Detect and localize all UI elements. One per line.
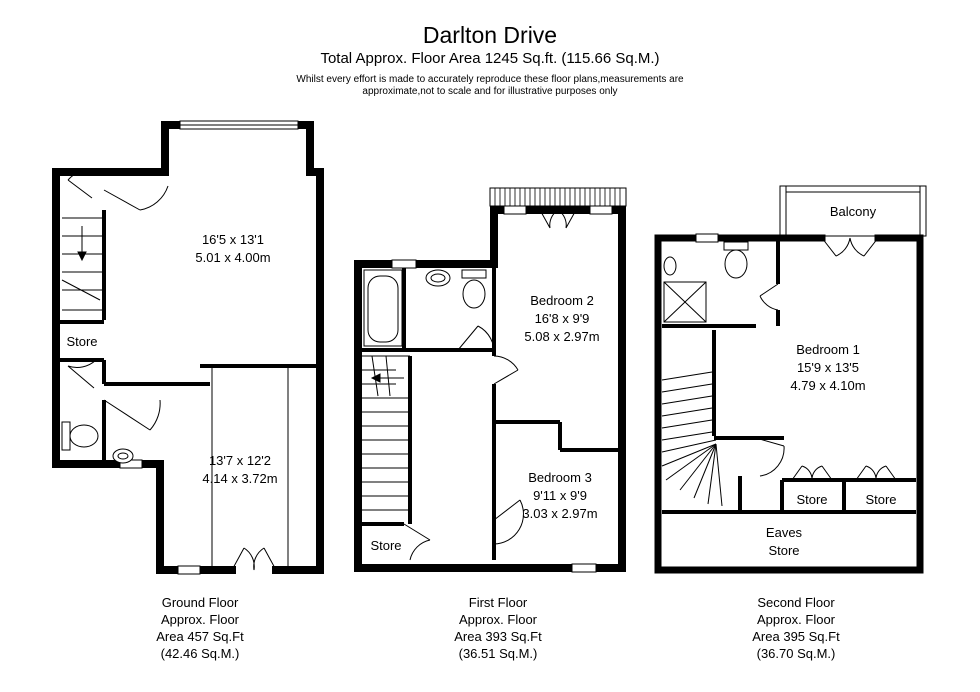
ff-bedroom2-dim-metric: 5.08 x 2.97m bbox=[524, 329, 599, 344]
sf-eaves-line1: Eaves bbox=[766, 525, 803, 540]
second-floor-plan bbox=[654, 185, 927, 574]
caption-line: (36.51 Sq.M.) bbox=[458, 646, 538, 661]
sf-bedroom1-dim-metric: 4.79 x 4.10m bbox=[790, 378, 865, 393]
caption-line: Area 457 Sq.Ft bbox=[156, 629, 244, 644]
gf-store-label: Store bbox=[66, 334, 97, 349]
caption-line: Approx. Floor bbox=[458, 612, 538, 627]
ff-bedroom3-dim-metric: 3.03 x 2.97m bbox=[522, 506, 597, 521]
sf-balcony-label: Balcony bbox=[830, 204, 877, 219]
ground-floor-plan bbox=[52, 120, 324, 575]
total-area: Total Approx. Floor Area 1245 Sq.ft. (11… bbox=[320, 50, 660, 67]
gf-room1-dim-imperial: 16'5 x 13'1 bbox=[202, 232, 264, 247]
caption-line: Area 393 Sq.Ft bbox=[454, 629, 542, 644]
first-floor-plan bbox=[354, 187, 627, 573]
ff-bedroom3-dim-imperial: 9'11 x 9'9 bbox=[533, 488, 587, 503]
caption-line: Approx. Floor bbox=[160, 612, 240, 627]
ff-store-label: Store bbox=[370, 538, 401, 553]
caption-line: (36.70 Sq.M.) bbox=[756, 646, 836, 661]
ff-bedroom2-name: Bedroom 2 bbox=[530, 293, 594, 308]
gf-room2-dim-metric: 4.14 x 3.72m bbox=[202, 471, 277, 486]
gf-room2-dim-imperial: 13'7 x 12'2 bbox=[209, 453, 271, 468]
sf-store1-label: Store bbox=[796, 492, 827, 507]
sf-store2-label: Store bbox=[865, 492, 896, 507]
ff-bedroom2-dim-imperial: 16'8 x 9'9 bbox=[535, 311, 590, 326]
sf-eaves-line2: Store bbox=[768, 543, 799, 558]
disclaimer-line-2: approximate,not to scale and for illustr… bbox=[362, 86, 618, 97]
caption-line: Ground Floor bbox=[161, 595, 239, 610]
caption-line: (42.46 Sq.M.) bbox=[160, 646, 240, 661]
plan-title: Darlton Drive bbox=[422, 22, 558, 48]
ff-bedroom3-name: Bedroom 3 bbox=[528, 470, 592, 485]
first-floor-caption: First Floor Approx. Floor Area 393 Sq.Ft… bbox=[408, 594, 588, 662]
sf-bedroom1-dim-imperial: 15'9 x 13'5 bbox=[797, 360, 859, 375]
caption-line: Approx. Floor bbox=[756, 612, 836, 627]
caption-line: First Floor bbox=[468, 595, 528, 610]
ground-floor-caption: Ground Floor Approx. Floor Area 457 Sq.F… bbox=[110, 594, 290, 662]
sf-bedroom1-name: Bedroom 1 bbox=[796, 342, 860, 357]
gf-room1-dim-metric: 5.01 x 4.00m bbox=[195, 250, 270, 265]
caption-line: Area 395 Sq.Ft bbox=[752, 629, 840, 644]
disclaimer: Whilst every effort is made to accuratel… bbox=[240, 74, 740, 98]
disclaimer-line-1: Whilst every effort is made to accuratel… bbox=[296, 74, 684, 85]
second-floor-caption: Second Floor Approx. Floor Area 395 Sq.F… bbox=[706, 594, 886, 662]
caption-line: Second Floor bbox=[757, 595, 835, 610]
